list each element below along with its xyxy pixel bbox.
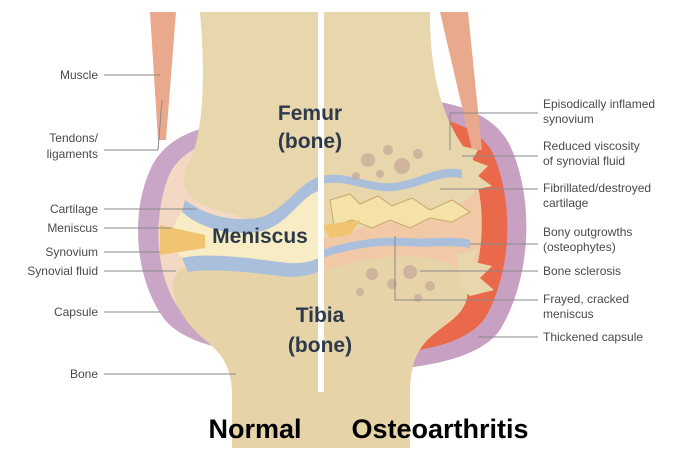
- label-outgrowth-line1: Bony outgrowths: [543, 225, 632, 239]
- label-fibrillated-line2: cartilage: [543, 196, 589, 210]
- caption-normal: Normal: [208, 414, 301, 444]
- label-meniscus-left: Meniscus: [47, 221, 98, 235]
- label-tendons-line2: ligaments: [47, 147, 98, 161]
- femur-label-line1: Femur: [278, 102, 342, 125]
- label-muscle: Muscle: [60, 68, 98, 82]
- label-bone: Bone: [70, 367, 98, 381]
- label-thickened: Thickened capsule: [543, 330, 643, 344]
- label-inflamed-line1: Episodically inflamed: [543, 97, 655, 111]
- label-outgrowth-line2: (osteophytes): [543, 240, 616, 254]
- label-fibrillated-line1: Fibrillated/destroyed: [543, 181, 651, 195]
- tibia-label-line2: (bone): [288, 334, 352, 357]
- label-tendons-line1: Tendons/: [49, 131, 98, 145]
- label-frayed-line2: meniscus: [543, 307, 594, 321]
- label-viscosity-line1: Reduced viscosity: [543, 139, 640, 153]
- tibia-label-line1: Tibia: [296, 304, 345, 327]
- muscle-left: [150, 12, 176, 140]
- label-viscosity-line2: of synovial fluid: [543, 154, 625, 168]
- label-frayed-line1: Frayed, cracked: [543, 292, 629, 306]
- label-sclerosis: Bone sclerosis: [543, 264, 621, 278]
- femur-label-line2: (bone): [278, 130, 342, 153]
- label-capsule: Capsule: [54, 305, 98, 319]
- label-synovial-fluid: Synovial fluid: [27, 264, 98, 278]
- caption-osteoarthritis: Osteoarthritis: [351, 414, 528, 444]
- label-synovium: Synovium: [45, 245, 98, 259]
- meniscus-center-label: Meniscus: [212, 225, 308, 248]
- label-cartilage: Cartilage: [50, 202, 98, 216]
- label-inflamed-line2: synovium: [543, 112, 594, 126]
